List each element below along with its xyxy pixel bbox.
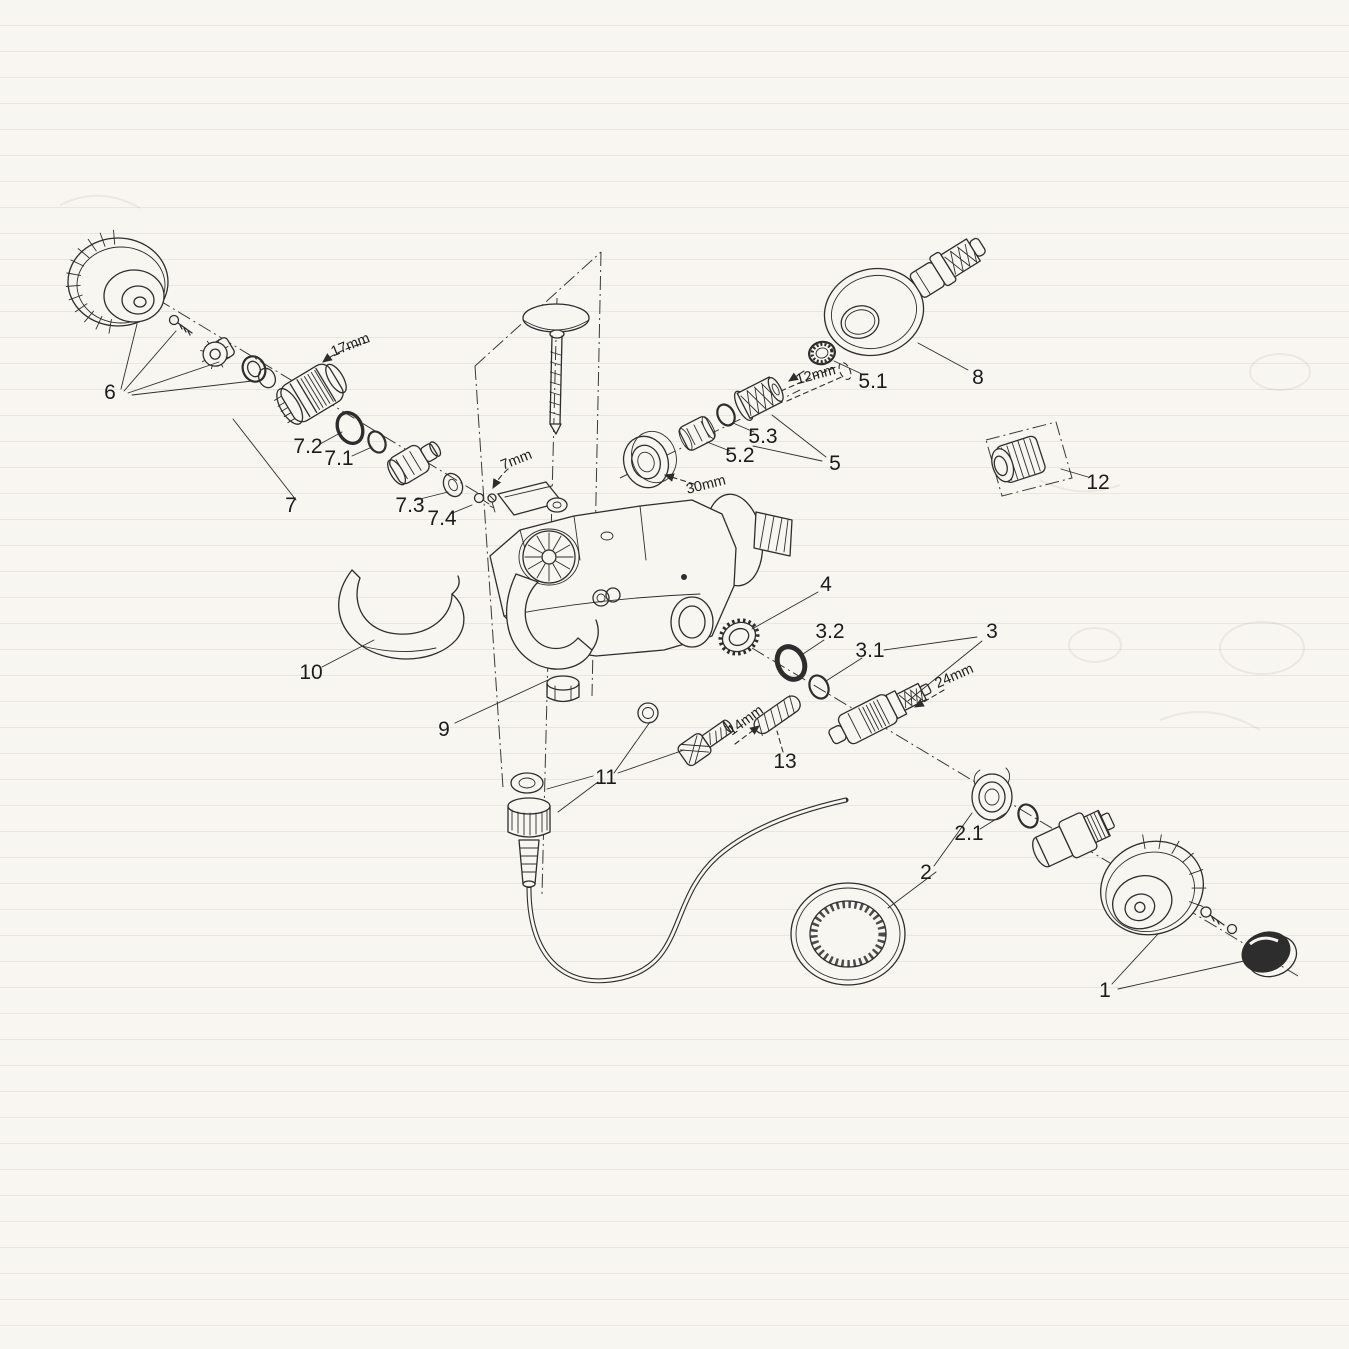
part-7-1-o-ring <box>367 430 387 454</box>
swivel-rosette <box>518 528 580 586</box>
label-part-13: 13 <box>773 750 796 773</box>
part-8-pipe-stub <box>909 237 986 298</box>
leader-lines <box>120 323 1245 990</box>
part-2-o-ring <box>1017 803 1039 829</box>
label-part-11: 11 <box>595 766 617 789</box>
part-2-1-cartridge <box>1032 809 1115 868</box>
label-part-6: 6 <box>104 381 116 404</box>
part-11-hose-tail <box>518 839 540 888</box>
dim-24mm: 24mm <box>933 661 976 692</box>
part-1-handle <box>1100 834 1207 936</box>
label-part-3-1: 3.1 <box>855 639 884 662</box>
part-2-sleeve-ring <box>790 882 906 986</box>
label-part-7: 7 <box>285 494 297 517</box>
part-3-check-valve <box>828 682 932 745</box>
part-4-nut <box>718 618 760 656</box>
label-part-2-1: 2.1 <box>954 822 983 845</box>
part-12-adapter <box>985 421 1073 497</box>
part-5-3-o-ring <box>716 403 736 427</box>
label-part-10: 10 <box>299 661 322 684</box>
part-6-screw <box>168 314 193 336</box>
part-11-washer <box>510 772 544 794</box>
part-1-cap <box>1241 931 1298 978</box>
part-1-screw <box>1200 906 1238 935</box>
label-part-5: 5 <box>829 452 841 475</box>
label-part-5-3: 5.3 <box>748 425 777 448</box>
label-part-5-2: 5.2 <box>725 444 754 467</box>
part-5-2-sleeve <box>678 416 716 451</box>
label-part-9: 9 <box>438 718 450 741</box>
label-part-3: 3 <box>986 620 998 643</box>
dimension-arrows <box>322 341 945 745</box>
label-part-7-3: 7.3 <box>395 494 424 517</box>
dim-30mm: 30mm <box>685 472 728 497</box>
body-port <box>670 596 714 648</box>
bleed-through-ghosts <box>59 194 1311 731</box>
part-11-hose-fitting <box>677 719 734 767</box>
label-part-8: 8 <box>972 366 984 389</box>
part-3-2-o-ring <box>774 644 808 682</box>
label-part-4: 4 <box>820 573 832 596</box>
part-7-cartridge <box>273 363 347 425</box>
label-part-7-2: 7.2 <box>293 435 322 458</box>
label-part-12: 12 <box>1086 471 1109 494</box>
label-part-3-2: 3.2 <box>815 620 844 643</box>
part-5-1-washer <box>808 340 836 366</box>
label-part-5-1: 5.1 <box>858 370 887 393</box>
part-6-washers <box>241 355 277 389</box>
label-part-2: 2 <box>920 861 932 884</box>
dim-7mm: 7mm <box>499 447 535 474</box>
part-6-spline-insert <box>200 337 235 370</box>
dim-17mm: 17mm <box>329 330 372 360</box>
part-9-bracket <box>506 573 610 670</box>
label-part-7-1: 7.1 <box>324 447 353 470</box>
part-3-1-o-ring <box>808 674 830 700</box>
part-7-2-o-ring <box>335 410 365 446</box>
dome-cap <box>522 303 590 333</box>
body-hex-nut <box>546 675 580 703</box>
part-5-union-nut <box>622 430 677 489</box>
hidden-pipe-dashed <box>780 362 852 402</box>
cover-screw <box>549 329 565 435</box>
part-10-cradle <box>338 569 465 660</box>
shower-hose <box>526 797 849 984</box>
label-part-7-4: 7.4 <box>427 507 457 530</box>
part-7-3-washer <box>442 472 464 498</box>
part-6-handle <box>65 229 169 334</box>
part-7-4-screw <box>473 492 490 505</box>
part-8-escutcheon <box>823 267 925 357</box>
grub-screw-7mm <box>487 493 497 513</box>
part-7-valve-insert <box>387 441 442 486</box>
small-ring <box>637 702 659 724</box>
dim-12mm: 12mm <box>794 362 837 388</box>
part-5-threaded-fitting <box>733 376 784 421</box>
label-part-1: 1 <box>1099 979 1111 1002</box>
part-11-knurled-nut <box>507 797 551 838</box>
part-2-nut <box>971 767 1013 821</box>
